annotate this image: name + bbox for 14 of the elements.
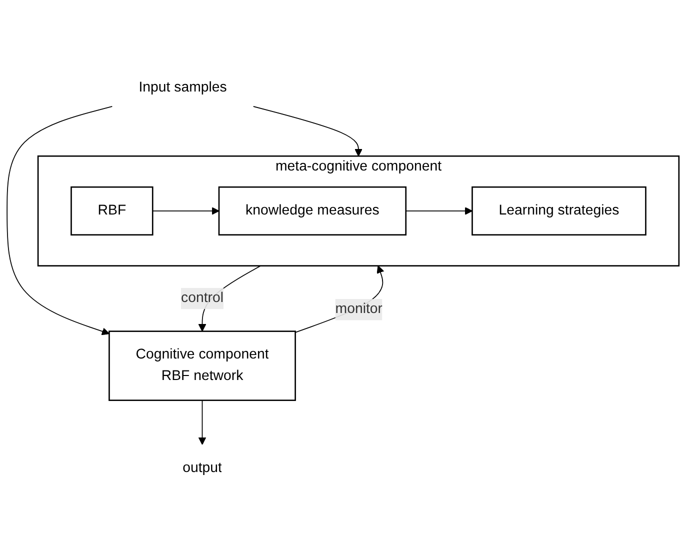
node-box: RBF (70, 186, 154, 236)
node-box: knowledge measures (218, 186, 407, 236)
arrow (294, 266, 384, 334)
arrow (252, 106, 362, 157)
node-box: Learning strategies (472, 186, 646, 236)
arrow (6, 106, 113, 336)
arrow (198, 400, 206, 446)
arrow (405, 207, 473, 216)
edge-label: monitor (335, 302, 382, 317)
node-box: Cognitive component RBF network (108, 330, 296, 402)
node-text: output (182, 460, 222, 476)
edge-label: control (181, 290, 224, 306)
node-text: Input samples (138, 80, 227, 96)
arrow (152, 207, 220, 216)
